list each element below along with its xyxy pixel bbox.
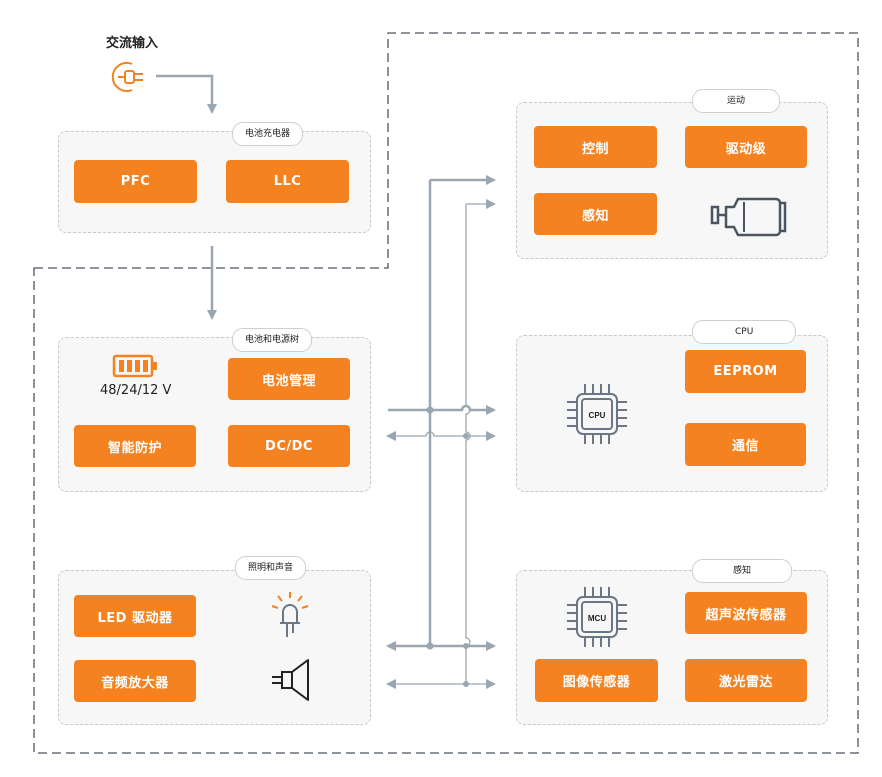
ac-input-label: 交流输入: [106, 36, 159, 51]
dcdc-block: DC/DC: [228, 425, 350, 467]
pfc-block: PFC: [74, 160, 197, 203]
communication-block: 通信: [685, 423, 806, 466]
plug-icon: [111, 62, 143, 92]
lighting-sound-tag: 照明和声音: [235, 556, 307, 580]
speaker-icon: [272, 659, 309, 701]
llc-block: LLC: [226, 160, 349, 203]
sensing-tag: 感知: [692, 559, 793, 583]
ultrasonic-sensor-block: 超声波传感器: [685, 592, 807, 634]
control-block: 控制: [534, 126, 657, 168]
battery-voltage: 48/24/12 V: [100, 383, 172, 398]
image-sensor-block: 图像传感器: [535, 659, 658, 702]
cpu-chip-icon: CPU: [567, 384, 627, 444]
battery-icon: [112, 354, 157, 378]
battery-charger-tag: 电池充电器: [232, 122, 304, 146]
mcu-chip-icon: MCU: [567, 587, 627, 647]
battery-management-block: 电池管理: [228, 358, 350, 400]
drive-stage-block: 驱动级: [685, 126, 807, 168]
battery-power-tag: 电池和电源树: [232, 328, 313, 352]
led-driver-block: LED 驱动器: [74, 595, 196, 637]
lidar-block: 激光雷达: [685, 659, 807, 702]
motor-icon: [710, 197, 787, 237]
signal-bus: [465, 204, 471, 684]
system-boundary: [33, 32, 859, 754]
cpu-chip-label: CPU: [589, 411, 606, 420]
ac-input-wire: [156, 74, 217, 114]
motion-tag: 运动: [692, 89, 781, 113]
led-icon: [271, 592, 309, 637]
audio-amplifier-block: 音频放大器: [74, 660, 196, 702]
mcu-chip-label: MCU: [588, 614, 606, 623]
eeprom-block: EEPROM: [685, 350, 806, 393]
cpu-tag: CPU: [692, 320, 797, 344]
motion-sensing-block: 感知: [534, 193, 657, 235]
smart-protection-block: 智能防护: [74, 425, 196, 467]
